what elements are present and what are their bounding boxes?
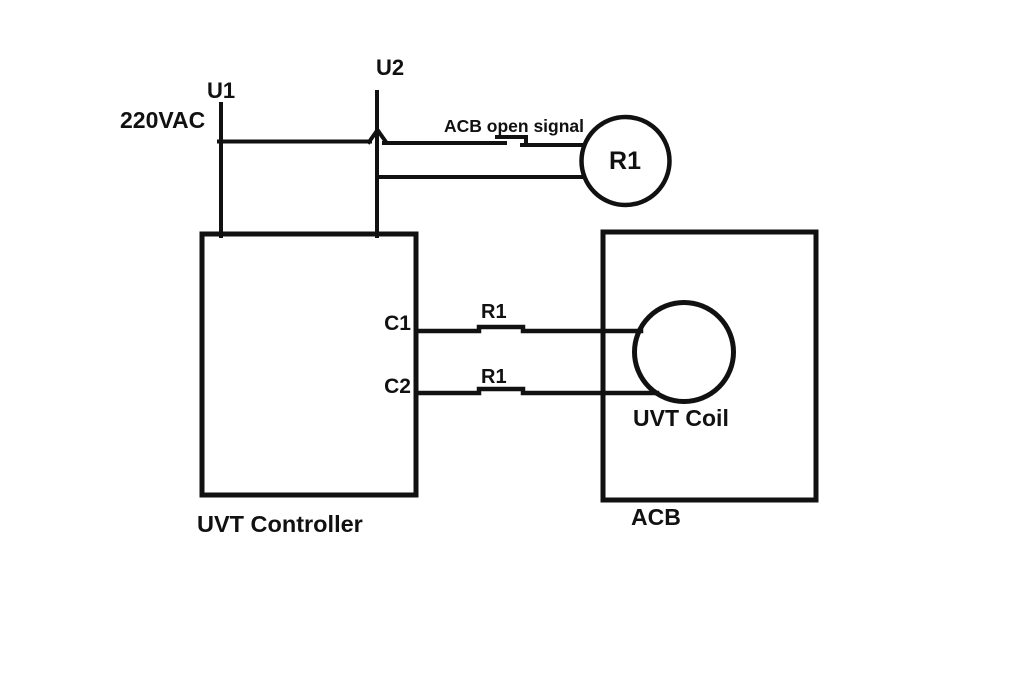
relay-r1-circle — [579, 114, 672, 208]
uvt-controller-label: UVT Controller — [197, 511, 363, 537]
uvt-controller-box — [199, 231, 419, 498]
acb-box — [600, 229, 819, 503]
acb-open-signal-contact — [495, 135, 528, 145]
r1-contact-label-c2: R1 — [481, 366, 507, 388]
c1-terminal-label: C1 — [384, 312, 411, 335]
acb-label: ACB — [631, 504, 681, 530]
supply-voltage-label: 220VAC — [120, 107, 206, 133]
uvt-coil-label: UVT Coil — [633, 405, 729, 431]
r1-contact-label-c1: R1 — [481, 301, 507, 323]
c2-wire-with-r1-contact — [415, 386, 660, 396]
acb-open-signal-label: ACB open signal — [444, 116, 585, 136]
u1-terminal-label: U1 — [207, 78, 236, 103]
wire-group — [199, 90, 819, 503]
c1-wire-with-r1-contact — [415, 324, 644, 334]
u2-crossover-hop — [366, 126, 389, 145]
c2-terminal-label: C2 — [384, 375, 411, 398]
relay-r1-label: R1 — [609, 147, 641, 175]
uvt-coil-circle — [632, 300, 736, 404]
u2-terminal-label: U2 — [376, 55, 405, 80]
